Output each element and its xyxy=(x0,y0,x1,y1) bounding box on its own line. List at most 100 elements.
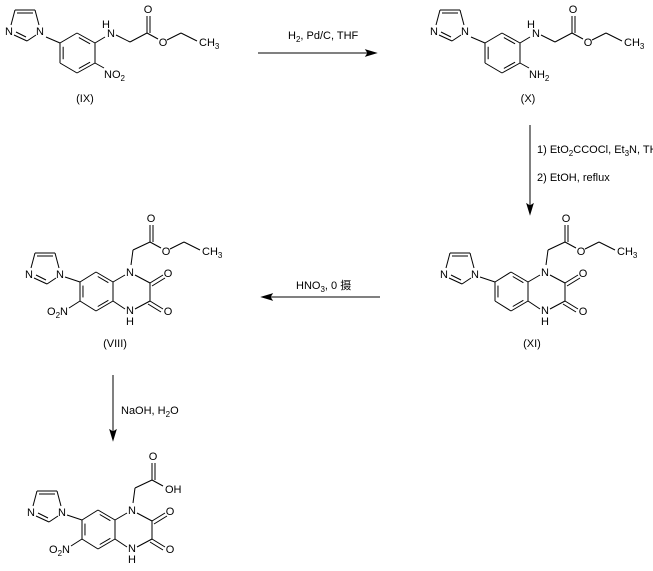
reagents-step2-line1: 1) EtO2CCOCl, Et3N, THF xyxy=(537,144,653,158)
bond xyxy=(30,252,36,269)
bond xyxy=(95,300,114,312)
bond xyxy=(13,34,28,42)
bond xyxy=(136,538,153,548)
bond xyxy=(97,299,109,307)
nitro-group-label: O2N xyxy=(49,544,70,558)
atom-label: O xyxy=(579,268,588,280)
atom-label: N xyxy=(36,26,44,38)
bond xyxy=(78,61,91,69)
bond xyxy=(484,32,503,44)
atom-label: N xyxy=(461,26,469,38)
atom-label: N xyxy=(440,269,448,281)
atom-label: O xyxy=(144,4,153,16)
bond xyxy=(554,32,573,43)
atom-label: CH3 xyxy=(202,246,223,260)
bond xyxy=(151,512,166,522)
bond xyxy=(564,274,579,284)
bond xyxy=(37,512,49,519)
atom-label: N xyxy=(107,28,115,40)
bond xyxy=(10,9,16,26)
bond xyxy=(81,509,99,521)
bond xyxy=(97,276,109,284)
bond xyxy=(564,241,577,249)
bond xyxy=(26,34,37,42)
bond xyxy=(151,538,166,548)
bond xyxy=(479,276,496,283)
bond xyxy=(78,37,91,45)
bond xyxy=(149,300,164,310)
bond xyxy=(564,300,579,310)
atom-label: N xyxy=(128,543,136,555)
bond xyxy=(445,252,451,269)
arrows xyxy=(109,49,534,442)
bond xyxy=(545,249,549,266)
bond xyxy=(484,62,503,74)
bond xyxy=(149,241,162,249)
bond xyxy=(451,34,462,42)
atom-label: N xyxy=(5,26,13,38)
atom-label: H xyxy=(541,316,549,328)
atom-label: H xyxy=(126,316,134,328)
bond xyxy=(81,538,99,550)
bond xyxy=(32,490,38,507)
atom-label: O xyxy=(577,246,586,258)
bond xyxy=(132,487,136,504)
bond xyxy=(527,300,541,310)
bond xyxy=(151,277,166,287)
bond xyxy=(512,299,524,307)
bond xyxy=(510,271,529,283)
nitro-group-label: O2N xyxy=(47,306,68,320)
bond xyxy=(146,32,159,40)
bond xyxy=(169,241,185,250)
compound-label-IX: (IX) xyxy=(76,93,94,105)
bond xyxy=(136,512,153,522)
bond xyxy=(70,538,83,547)
bond xyxy=(512,276,524,284)
bond xyxy=(519,36,531,44)
bond xyxy=(470,36,486,44)
reagents-step4: NaOH, H2O xyxy=(121,405,179,419)
bond xyxy=(147,303,162,313)
bond xyxy=(440,31,452,38)
bond xyxy=(114,512,128,521)
bond xyxy=(95,271,114,283)
atom-label: O xyxy=(149,451,158,463)
bond xyxy=(134,300,151,310)
bond xyxy=(59,62,78,74)
atom-label: CH3 xyxy=(624,37,645,51)
atom-label: CH3 xyxy=(199,37,220,51)
bond xyxy=(68,300,81,309)
bond xyxy=(79,271,97,283)
bond xyxy=(598,241,616,251)
bond xyxy=(166,32,182,41)
atom-label: O xyxy=(159,37,168,49)
bond xyxy=(527,274,541,283)
bond xyxy=(149,541,164,551)
atom-label: H xyxy=(527,19,535,31)
amino-group-label: NH2 xyxy=(529,69,550,83)
bond xyxy=(134,274,151,284)
atom-label: O xyxy=(166,506,175,518)
bond xyxy=(571,32,584,40)
compound-label-X: (X) xyxy=(521,93,536,105)
bond xyxy=(134,479,153,489)
bond xyxy=(450,274,462,281)
bond xyxy=(435,9,441,26)
bond xyxy=(34,9,40,26)
bond xyxy=(494,271,512,283)
atom-label: N xyxy=(58,507,66,519)
atom-label: O xyxy=(164,306,173,318)
bond xyxy=(153,515,168,525)
bond xyxy=(35,515,50,523)
bond xyxy=(94,36,106,44)
arrowhead-step4 xyxy=(109,428,117,442)
bond xyxy=(56,490,62,507)
bond xyxy=(591,32,607,41)
bond xyxy=(99,514,111,522)
bond xyxy=(584,241,600,250)
bond xyxy=(501,62,521,74)
bond xyxy=(459,9,465,26)
bond xyxy=(35,274,47,281)
